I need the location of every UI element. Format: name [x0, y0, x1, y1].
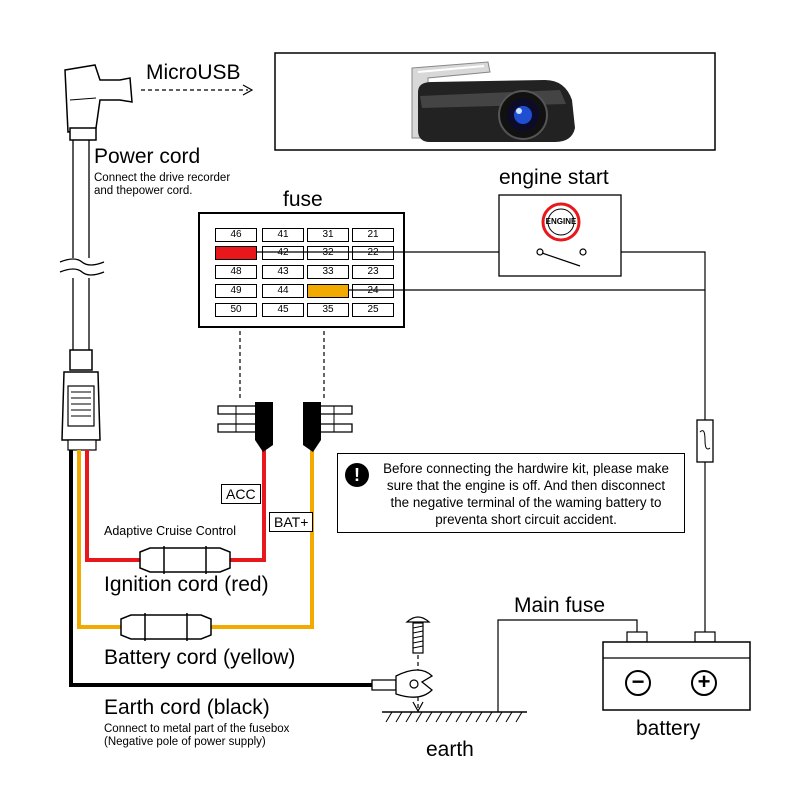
fuse-slot: 45: [262, 303, 304, 317]
power-cord-desc-2: and thepower cord.: [94, 185, 193, 197]
earth-wire: [69, 450, 372, 687]
fuse-slot: 42: [262, 246, 304, 260]
fuse-slot-yellow: [307, 284, 349, 298]
minus-icon: −: [631, 669, 645, 694]
fuse-slot-red: [215, 246, 257, 260]
fuse-slot: 46: [215, 228, 257, 242]
ignition-inline-fuse: [139, 546, 231, 574]
fuse-slot: 24: [352, 284, 394, 298]
fuse-slot: 44: [262, 284, 304, 298]
engine-badge: ENGINE: [545, 217, 577, 226]
main-fuse-label: Main fuse: [514, 594, 606, 617]
acc-label: ACC: [221, 484, 261, 504]
fuse-slot: 21: [352, 228, 394, 242]
acc-fuse-tap: [217, 402, 273, 452]
fuse-label: fuse: [283, 188, 323, 211]
fuse-slot: 31: [307, 228, 349, 242]
fuse-slot: 49: [215, 284, 257, 298]
main-line-fuse: [696, 419, 714, 463]
fuse-slot: 23: [352, 265, 394, 279]
earth-cord-label: Earth cord (black): [104, 696, 270, 719]
fuse-slot: 32: [307, 246, 349, 260]
earth-label: earth: [426, 738, 474, 761]
ring-terminal: [371, 669, 434, 698]
car-battery: [602, 631, 751, 711]
exclamation-icon: !: [345, 463, 369, 487]
ignition-cord-label: Ignition cord (red): [104, 573, 269, 596]
bat-label: BAT+: [269, 512, 314, 532]
fuse-slot: 48: [215, 265, 257, 279]
fuse-slot: 33: [307, 265, 349, 279]
battery-cord-label: Battery cord (yellow): [104, 646, 296, 669]
power-cable: [59, 140, 105, 350]
ground-symbol: [382, 711, 527, 723]
plus-icon: +: [697, 669, 711, 694]
earth-desc-1: Connect to metal part of the fusebox: [104, 723, 290, 735]
battery-wire: [77, 435, 314, 629]
fuse-slot: 43: [262, 265, 304, 279]
fuse-slot: 35: [307, 303, 349, 317]
adaptive-cruise-label: Adaptive Cruise Control: [104, 524, 237, 538]
battery-label: battery: [636, 717, 701, 740]
fuse-slot: 50: [215, 303, 257, 317]
power-cord-desc-1: Connect the drive recorder: [94, 172, 231, 184]
battery-inline-fuse: [120, 613, 212, 641]
inline-connector: [61, 349, 101, 451]
engine-start-label: engine start: [499, 166, 609, 189]
earth-desc-2: (Negative pole of power supply): [104, 736, 266, 748]
ignition-wire: [85, 435, 266, 562]
fuse-slot: 22: [352, 246, 394, 260]
micro-usb-plug: [64, 64, 133, 141]
bat-fuse-tap: [303, 402, 353, 452]
engine-start-switch: [498, 194, 622, 277]
warning-text: Before connecting the hardwire kit, plea…: [383, 461, 669, 527]
fuse-slot: 25: [352, 303, 394, 317]
dashcam-image: [274, 52, 716, 151]
fuse-slot: 41: [262, 228, 304, 242]
warning-note: ! Before connecting the hardwire kit, pl…: [337, 453, 685, 533]
screw: [405, 616, 431, 713]
microusb-label: MicroUSB: [146, 61, 241, 84]
power-cord-label: Power cord: [94, 145, 201, 168]
